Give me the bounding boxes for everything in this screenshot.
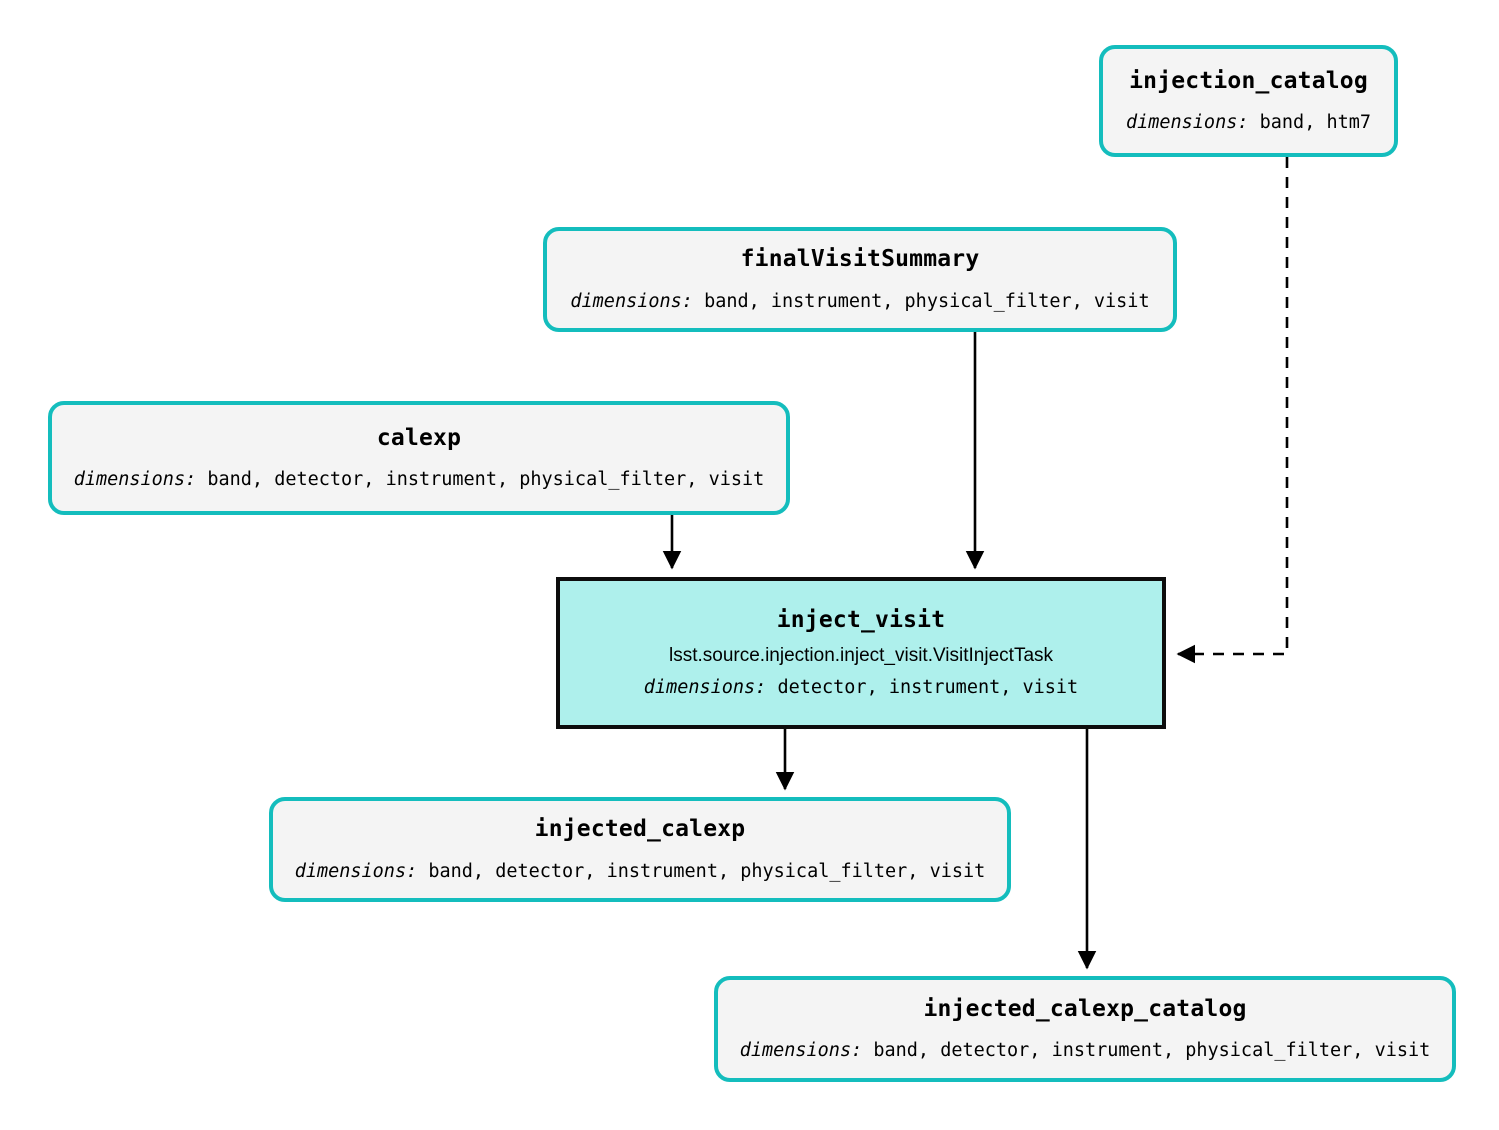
- node-inject-visit-task[interactable]: inject_visit lsst.source.injection.injec…: [556, 577, 1166, 729]
- node-dimensions-injected-calexp: dimensions: band, detector, instrument, …: [295, 861, 986, 882]
- dimensions-value: detector, instrument, visit: [777, 676, 1079, 698]
- dimensions-value: band, instrument, physical_filter, visit: [704, 290, 1150, 312]
- dimensions-label: dimensions:: [1125, 112, 1249, 134]
- node-dimensions-inject-visit: dimensions: detector, instrument, visit: [644, 677, 1078, 698]
- node-dimensions-final-visit-summary: dimensions: band, instrument, physical_f…: [570, 291, 1149, 312]
- dimensions-label: dimensions:: [643, 676, 767, 698]
- node-dimensions-calexp: dimensions: band, detector, instrument, …: [74, 469, 765, 490]
- dimensions-value: band, htm7: [1259, 112, 1372, 134]
- dimensions-value: band, detector, instrument, physical_fil…: [207, 469, 765, 491]
- dimensions-label: dimensions:: [739, 1040, 863, 1062]
- dimensions-value: band, detector, instrument, physical_fil…: [428, 860, 986, 882]
- node-title-injected-calexp: injected_calexp: [534, 816, 746, 843]
- node-injected-calexp-catalog[interactable]: injected_calexp_catalog dimensions: band…: [714, 976, 1456, 1082]
- node-calexp[interactable]: calexp dimensions: band, detector, instr…: [48, 401, 790, 515]
- dimensions-label: dimensions:: [294, 860, 418, 882]
- node-title-inject-visit: inject_visit: [776, 606, 946, 633]
- node-injection-catalog[interactable]: injection_catalog dimensions: band, htm7: [1099, 45, 1398, 157]
- edge-injection-catalog-to-inject-visit: [1176, 157, 1289, 664]
- node-title-final-visit-summary: finalVisitSummary: [740, 246, 980, 273]
- dimensions-label: dimensions:: [73, 469, 197, 491]
- node-injected-calexp[interactable]: injected_calexp dimensions: band, detect…: [269, 797, 1011, 902]
- dimensions-value: band, detector, instrument, physical_fil…: [873, 1040, 1431, 1062]
- node-dimensions-injection-catalog: dimensions: band, htm7: [1126, 112, 1371, 133]
- node-title-calexp: calexp: [376, 424, 462, 451]
- node-title-injection-catalog: injection_catalog: [1129, 67, 1368, 94]
- node-dimensions-injected-calexp-catalog: dimensions: band, detector, instrument, …: [740, 1040, 1431, 1061]
- dimensions-label: dimensions:: [570, 290, 693, 312]
- node-class-path-inject-visit: lsst.source.injection.inject_visit.Visit…: [668, 645, 1054, 667]
- node-title-injected-calexp-catalog: injected_calexp_catalog: [923, 995, 1247, 1022]
- node-final-visit-summary[interactable]: finalVisitSummary dimensions: band, inst…: [543, 227, 1177, 332]
